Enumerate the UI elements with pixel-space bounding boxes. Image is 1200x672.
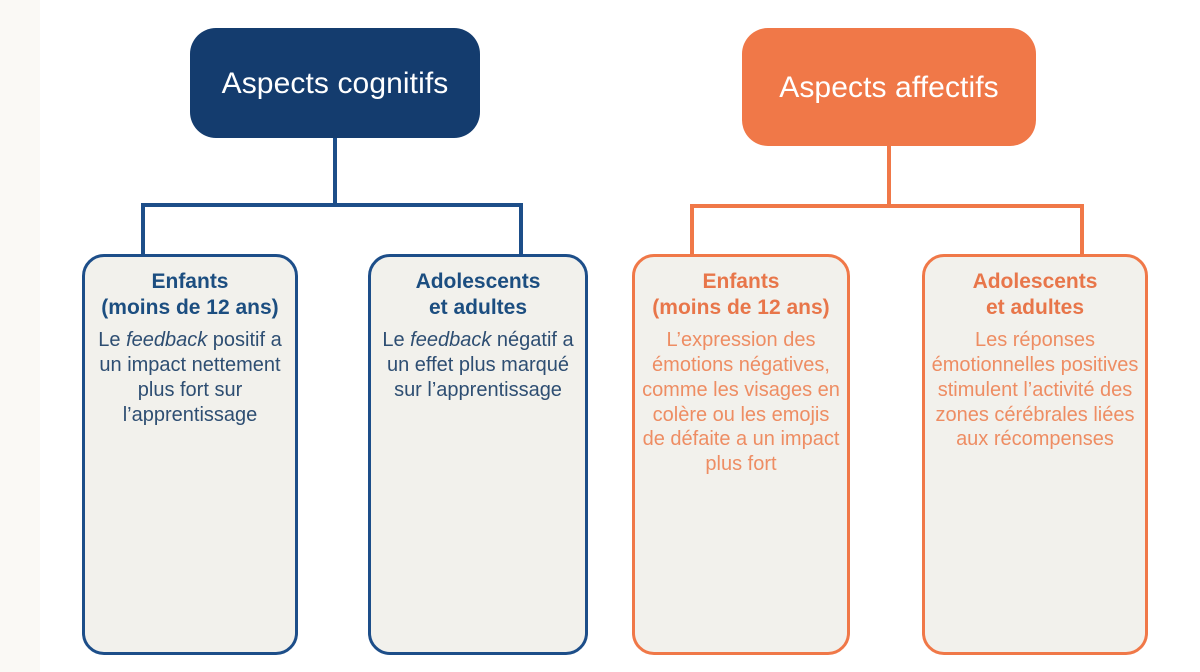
card-title-line-1: Enfants: [702, 270, 780, 293]
card-body-emphasis: feedback: [410, 329, 492, 352]
connector-drop-affectif-1: [690, 204, 694, 258]
card-body: L’expression des émotions négatives, com…: [642, 329, 840, 476]
card-affectif-adolescents[interactable]: Adolescents et adultes Les réponses émot…: [922, 254, 1148, 655]
card-title: Enfants (moins de 12 ans): [641, 269, 841, 320]
card-title-line-1: Adolescents: [415, 270, 541, 293]
header-pill-label: Aspects cognitifs: [221, 66, 449, 100]
connector-drop-affectif-2: [1080, 204, 1084, 258]
connector-stem-cognitif: [333, 138, 337, 206]
card-body: Le feedback négatif a un effet plus marq…: [377, 328, 579, 402]
card-cognitif-enfants[interactable]: Enfants (moins de 12 ans) Le feedback po…: [82, 254, 298, 655]
card-body-emphasis: feedback: [126, 329, 208, 352]
connector-drop-cognitif-1: [141, 203, 145, 258]
card-title: Adolescents et adultes: [931, 269, 1139, 320]
card-title-line-1: Enfants: [151, 270, 229, 293]
card-affectif-enfants[interactable]: Enfants (moins de 12 ans) L’expression d…: [632, 254, 850, 655]
connector-bar-affectif: [690, 204, 1084, 208]
header-pill-label: Aspects affectifs: [779, 70, 999, 104]
card-body-prefix: Le: [98, 329, 127, 352]
card-title-line-2: (moins de 12 ans): [101, 295, 279, 319]
card-body-prefix: Le: [382, 329, 411, 352]
card-title: Enfants (moins de 12 ans): [91, 269, 289, 320]
card-title-line-1: Adolescents: [972, 270, 1098, 293]
card-title-line-2: et adultes: [985, 295, 1085, 319]
connector-drop-cognitif-2: [519, 203, 523, 258]
connector-stem-affectif: [887, 146, 891, 208]
slide-edge-strip: [0, 0, 40, 672]
card-title-line-2: (moins de 12 ans): [652, 295, 830, 319]
connector-bar-cognitif: [141, 203, 523, 207]
card-body-suffix: positif a un impact nettement plus fort …: [99, 329, 282, 426]
card-body: Le feedback positif a un impact nettemen…: [91, 328, 289, 427]
card-body: Les réponses émotionnelles positives sti…: [931, 329, 1139, 451]
card-title: Adolescents et adultes: [377, 269, 579, 320]
card-body-suffix: négatif a un effet plus marqué sur l’app…: [387, 329, 574, 401]
header-pill-aspects-cognitifs[interactable]: Aspects cognitifs: [190, 28, 480, 138]
header-pill-aspects-affectifs[interactable]: Aspects affectifs: [742, 28, 1036, 146]
card-cognitif-adolescents[interactable]: Adolescents et adultes Le feedback négat…: [368, 254, 588, 655]
card-title-line-2: et adultes: [428, 295, 528, 319]
